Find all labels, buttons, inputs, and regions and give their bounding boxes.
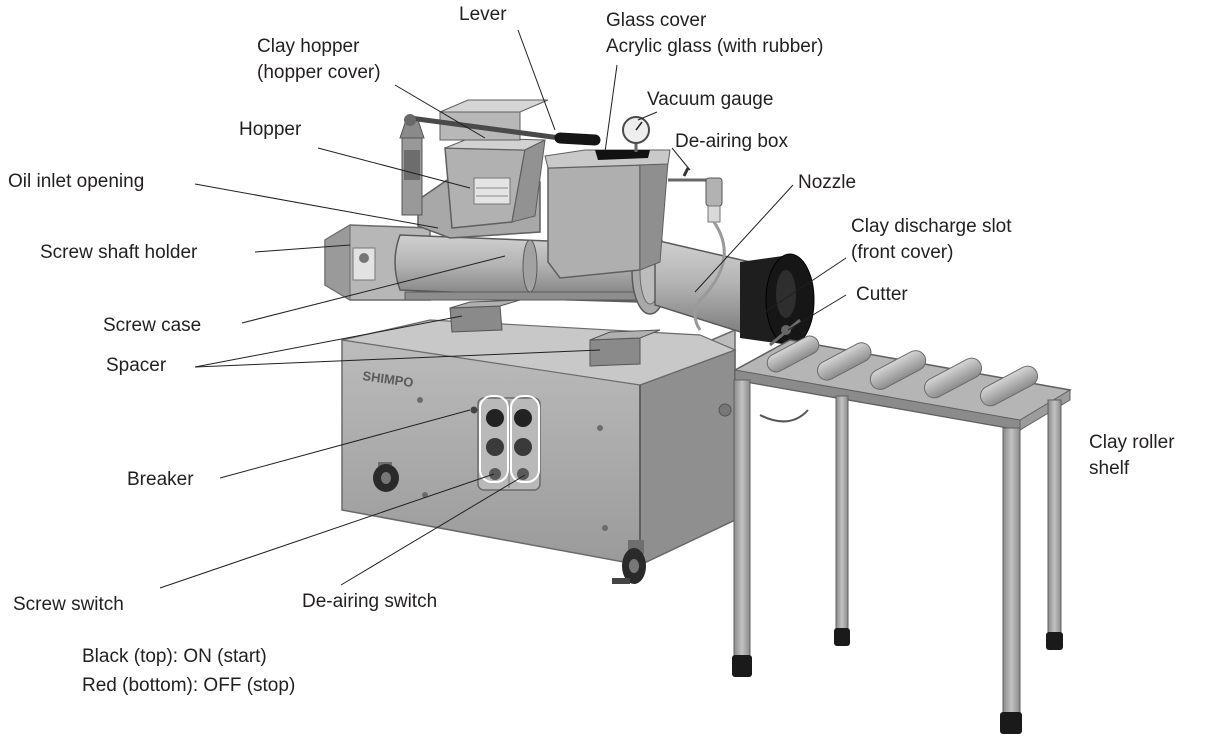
leader-clay-hopper — [394, 84, 486, 139]
cutter — [769, 318, 801, 347]
label-cutter: Cutter — [856, 284, 908, 305]
brand-text: SHIMPO — [362, 368, 415, 390]
caster-wheels — [373, 462, 646, 584]
label-vacuum-gauge: Vacuum gauge — [647, 89, 774, 110]
label-deairing-switch: De-airing switch — [302, 591, 438, 612]
leader-glass-cover — [604, 64, 618, 153]
leader-deairing-box — [671, 147, 691, 171]
breaker-button — [470, 406, 478, 414]
switch-legend-off: Red (bottom): OFF (stop) — [82, 675, 296, 696]
leader-breaker — [219, 409, 471, 479]
leader-clay-discharge-slot — [764, 257, 847, 313]
label-oil-inlet: Oil inlet opening — [8, 171, 145, 192]
label-screw-switch: Screw switch — [13, 594, 124, 615]
leader-hopper — [317, 147, 471, 189]
rollers — [766, 335, 1039, 407]
switch-panel — [470, 395, 541, 491]
leader-oil-inlet — [194, 183, 439, 229]
leader-deairing-switch — [340, 474, 526, 586]
leader-screw-shaft-holder — [254, 244, 351, 253]
leader-screw-switch — [159, 473, 495, 589]
deairing-box — [544, 116, 726, 331]
label-clay-roller-shelf: Clay roller shelf — [1089, 430, 1175, 482]
label-clay-hopper: Clay hopper (hopper cover) — [257, 34, 381, 86]
label-clay-discharge-line1: Clay discharge slot — [851, 216, 1012, 237]
leader-screw-case — [241, 255, 506, 324]
leader-spacer-b — [194, 349, 601, 368]
label-clay-discharge-line2: (front cover) — [851, 242, 954, 263]
label-breaker: Breaker — [127, 469, 194, 490]
spacers — [449, 299, 661, 367]
label-glass-cover-line2: Acrylic glass (with rubber) — [606, 36, 824, 57]
clay-roller-shelf — [732, 335, 1072, 734]
switch-legend-on: Black (top): ON (start) — [82, 646, 267, 667]
label-glass-cover: Glass cover Acrylic glass (with rubber) — [606, 8, 824, 60]
leader-lines — [159, 29, 847, 589]
switch-legend: Black (top): ON (start) Red (bottom): OF… — [82, 642, 295, 700]
lever-mechanism — [399, 114, 601, 216]
label-clay-roller-line2: shelf — [1089, 458, 1130, 479]
label-nozzle: Nozzle — [798, 172, 857, 193]
label-screw-case: Screw case — [103, 315, 202, 336]
label-screw-shaft-holder: Screw shaft holder — [40, 242, 198, 263]
label-clay-roller-line1: Clay roller — [1089, 432, 1175, 453]
label-clay-hopper-line2: (hopper cover) — [257, 62, 381, 83]
label-clay-discharge-slot: Clay discharge slot (front cover) — [851, 214, 1012, 266]
leader-nozzle — [694, 184, 794, 293]
label-lever: Lever — [459, 4, 507, 25]
leader-vacuum-gauge — [637, 111, 658, 121]
label-deairing-box: De-airing box — [675, 131, 788, 152]
leader-lever — [517, 29, 556, 131]
label-clay-hopper-line1: Clay hopper — [257, 36, 360, 57]
label-hopper: Hopper — [239, 119, 302, 140]
label-glass-cover-line1: Glass cover — [606, 10, 707, 31]
label-spacer: Spacer — [106, 355, 167, 376]
leader-cutter — [787, 294, 847, 331]
leader-spacer-a — [194, 315, 463, 368]
